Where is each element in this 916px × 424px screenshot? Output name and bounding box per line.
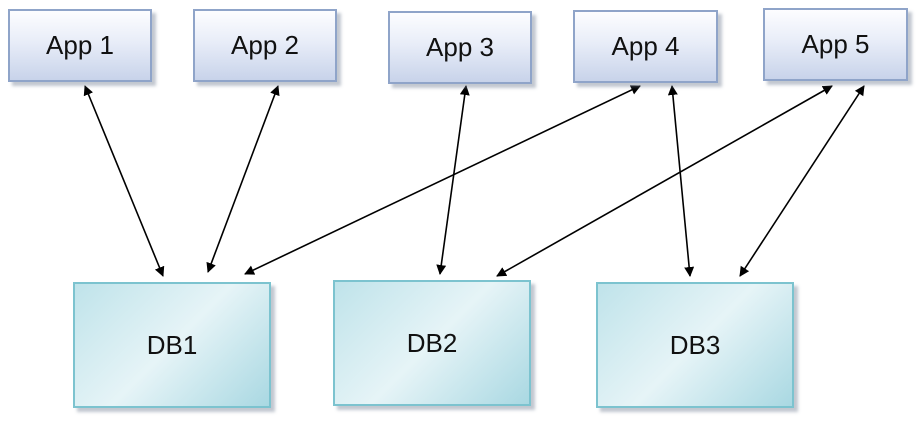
db-3-box: DB3	[596, 282, 794, 408]
app-3-box: App 3	[388, 11, 532, 84]
arrow-app3-db2	[436, 85, 470, 275]
db-3-label: DB3	[669, 329, 721, 360]
arrow-app4-db1	[244, 85, 641, 275]
app-4-label: App 4	[611, 31, 680, 61]
db-2-box: DB2	[333, 280, 531, 406]
arrow-app2-db1	[206, 85, 280, 273]
app-5-label: App 5	[801, 29, 870, 59]
db-1-label: DB1	[146, 329, 198, 360]
app-1-box: App 1	[8, 9, 152, 82]
arrow-app5-db2	[496, 85, 833, 277]
arrow-app4-db3	[667, 85, 695, 277]
db-1-box: DB1	[73, 282, 271, 408]
app-1-label: App 1	[46, 30, 114, 60]
arrow-app5-db3	[739, 85, 865, 277]
app-3-label: App 3	[426, 32, 494, 62]
arrow-app1-db1	[83, 85, 165, 277]
app-4-box: App 4	[573, 10, 718, 83]
app-5-box: App 5	[763, 8, 908, 81]
app-2-label: App 2	[231, 30, 299, 60]
db-2-label: DB2	[406, 327, 458, 358]
app-2-box: App 2	[193, 9, 337, 82]
